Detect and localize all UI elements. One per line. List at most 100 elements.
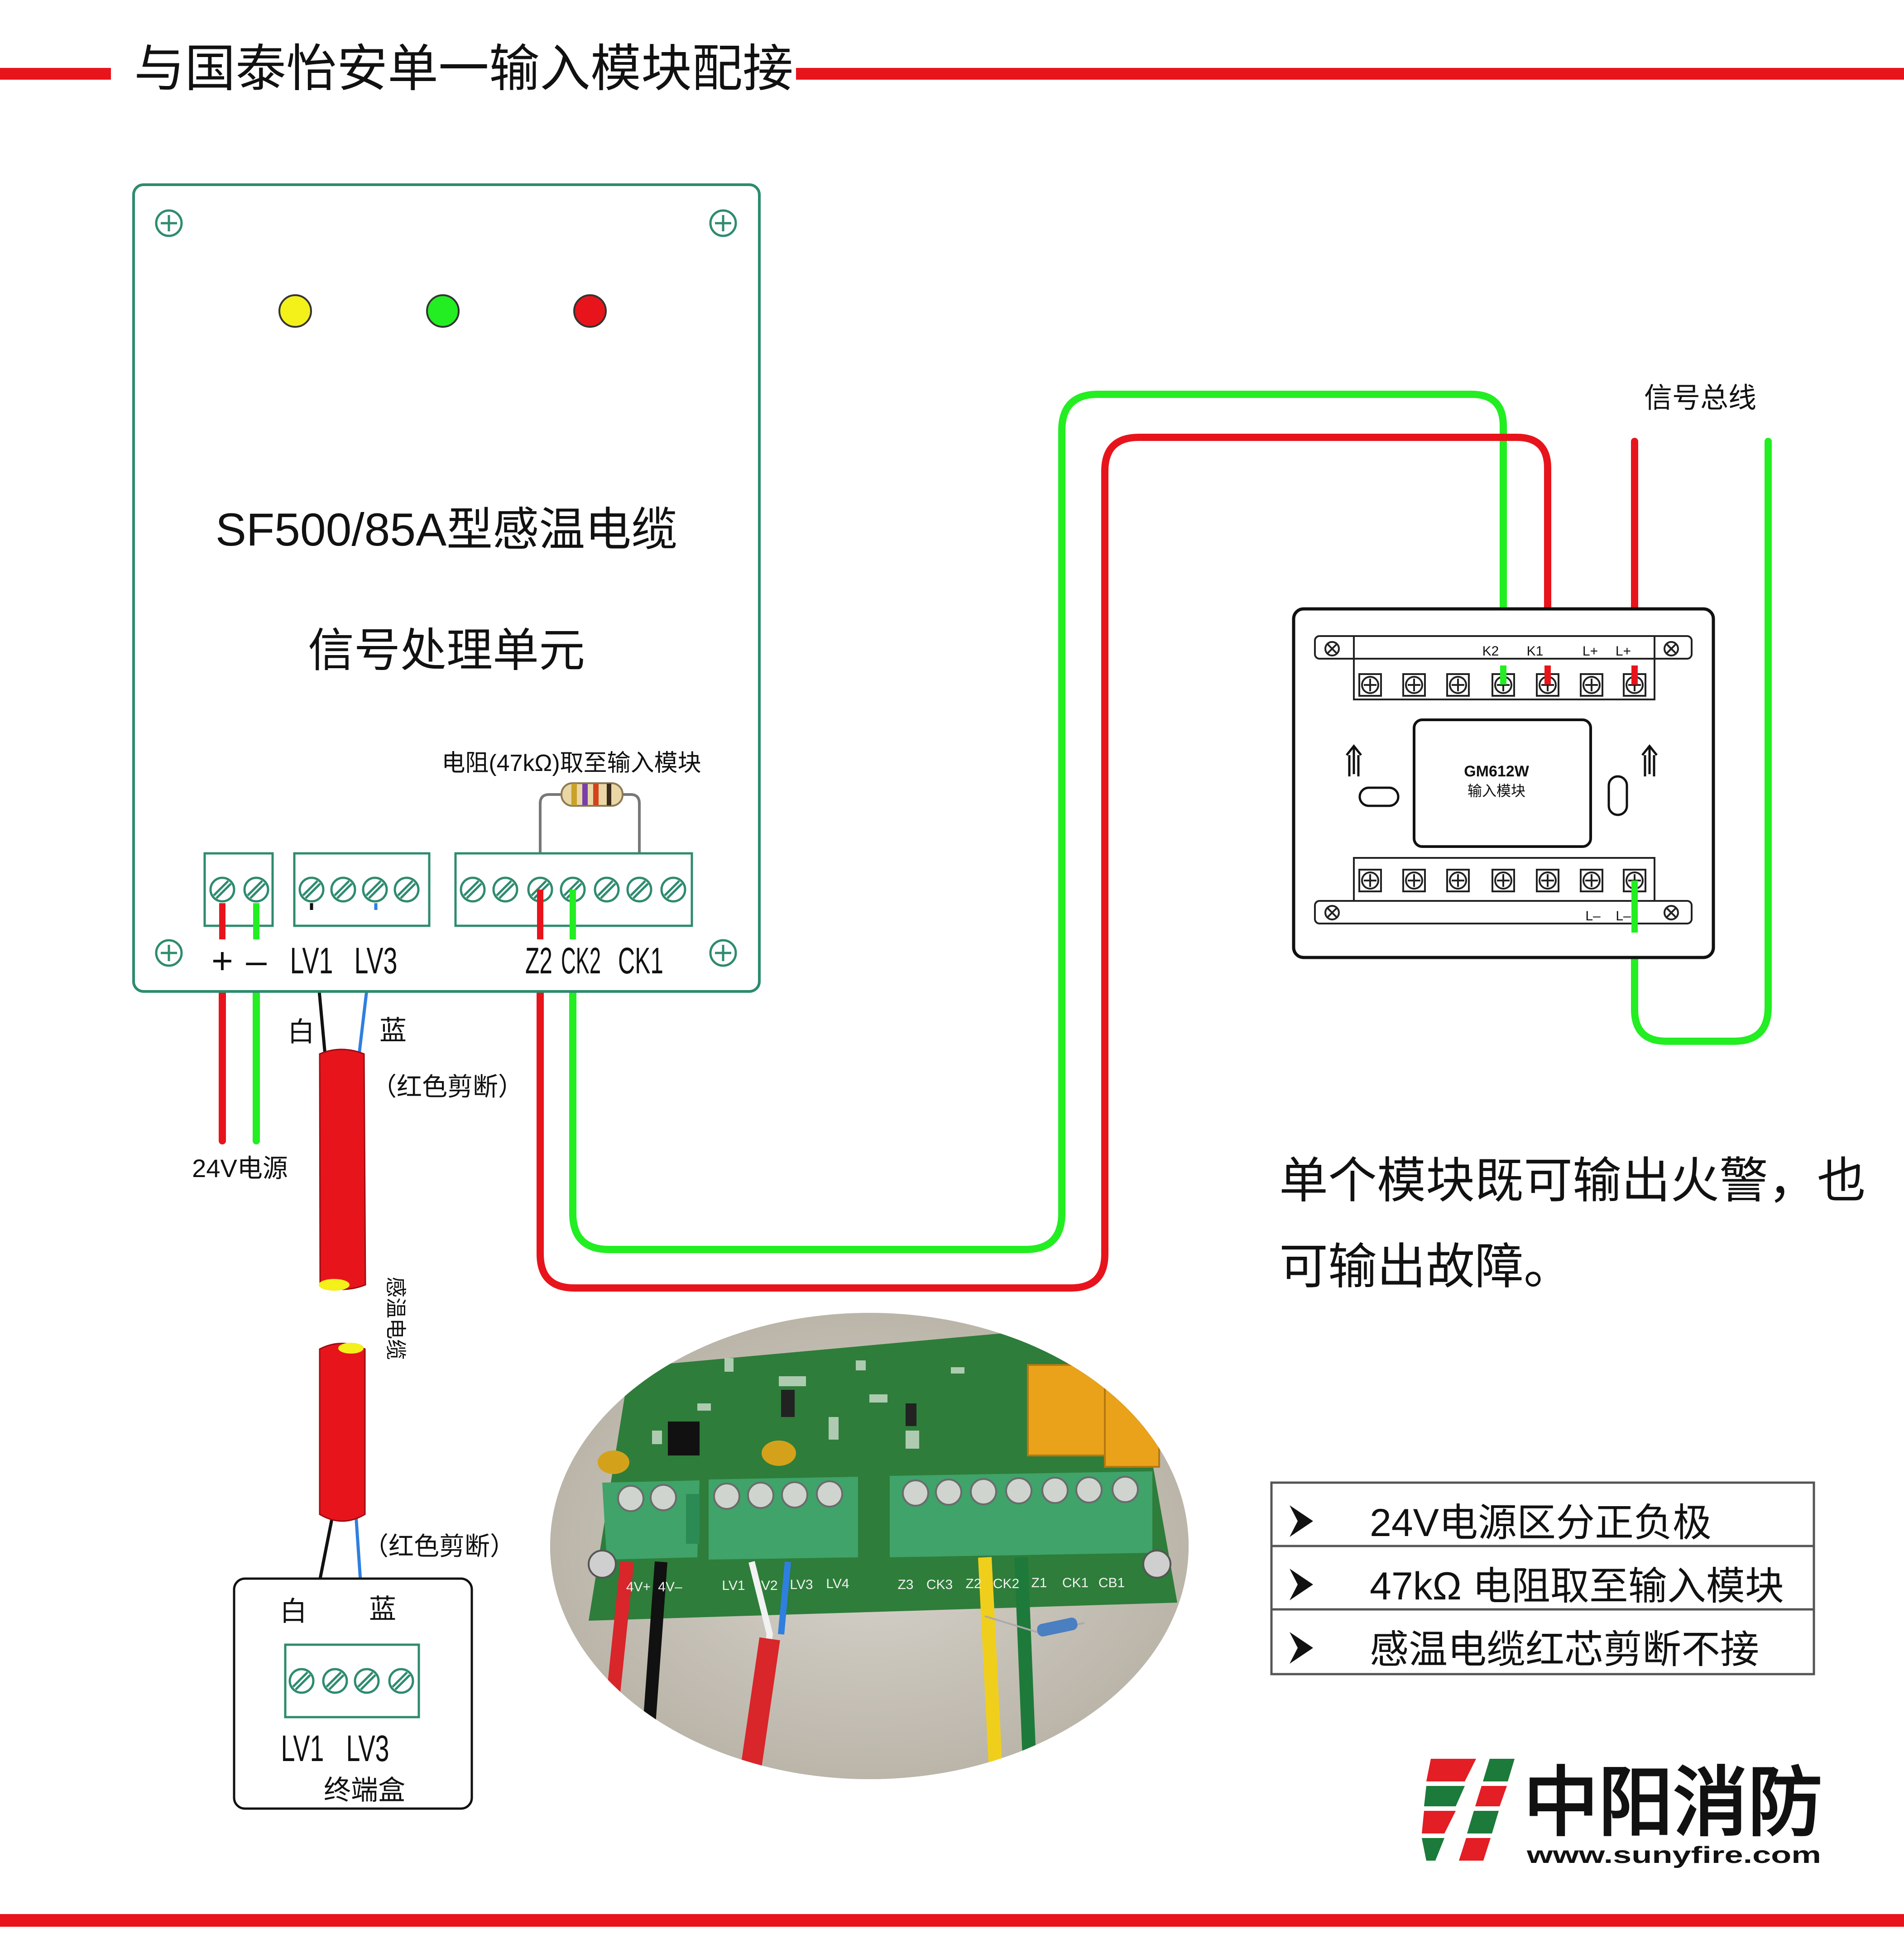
description-line-2: 可输出故障。	[1279, 1239, 1573, 1294]
power-label: 24V电源	[192, 1154, 288, 1182]
module-top-labels: K2 K1 L+ L+	[1482, 644, 1631, 659]
end-box-label: 终端盒	[324, 1775, 405, 1805]
module-terminal-screw-icon	[1580, 673, 1603, 697]
end-box-white-label: 白	[280, 1596, 307, 1627]
module-terminal-screw-icon	[1358, 673, 1382, 697]
photo-green-wire	[1014, 1557, 1037, 1779]
photo-label: CB1	[1098, 1575, 1125, 1590]
resistor-note: 电阻(47kΩ)取至输入模块	[441, 750, 701, 776]
z2-label: Z2	[525, 940, 552, 981]
footer-rule	[0, 1914, 1904, 1927]
pcb-board	[589, 1322, 1177, 1621]
header-rule-right	[796, 68, 1904, 80]
lplus1-label: L+	[1583, 644, 1598, 659]
photo-label: Z3	[897, 1577, 913, 1592]
green-wire-ck2-k2	[569, 391, 1507, 1253]
mount-screw-icon	[1142, 1550, 1171, 1579]
photo-cable	[739, 1637, 780, 1779]
relay	[1027, 1364, 1106, 1456]
page-title: 与国泰怡安单一输入模块配接	[134, 40, 793, 97]
heat-cable: 感温电缆	[319, 1048, 408, 1522]
bullet-arrow-icon	[1290, 1505, 1313, 1537]
lminus2-label: L–	[1616, 909, 1631, 924]
green-led	[426, 294, 460, 328]
white-wire-label: 白	[288, 1017, 315, 1047]
end-box-lv3-label: LV3	[346, 1728, 389, 1769]
photo-label: CK1	[1062, 1575, 1089, 1590]
module-terminal-screw-icon	[1358, 869, 1382, 892]
ic-chip	[668, 1422, 700, 1455]
bus-green-wire	[1631, 438, 1772, 1045]
terminal-screw-icon	[290, 1669, 313, 1693]
corner-screw-icon	[156, 940, 182, 966]
module-terminal-screw-icon	[1492, 869, 1515, 892]
logo-mark-icon	[1422, 1759, 1515, 1861]
terminal-screw-icon	[662, 878, 685, 901]
red-led	[573, 294, 607, 328]
k1-label: K1	[1527, 644, 1544, 659]
terminal-screw-icon	[245, 878, 268, 901]
end-box-lv1-label: LV1	[281, 1728, 324, 1769]
module-top-strip	[1353, 635, 1655, 700]
unit-subtitle: 信号处理单元	[308, 625, 585, 676]
bullet-arrow-icon	[1290, 1569, 1313, 1600]
yellow-led	[278, 294, 312, 328]
cable-segment-bottom	[319, 1343, 366, 1522]
notes-table: 24V电源区分正负极 47kΩ 电阻取至输入模块 感温电缆红芯剪断不接	[1270, 1481, 1815, 1675]
cable-name-label: 感温电缆	[384, 1277, 408, 1360]
module-name: 输入模块	[1468, 783, 1525, 799]
module-terminal-screw-icon	[1446, 869, 1470, 892]
signal-processing-unit: SF500/85A型感温电缆 信号处理单元 电阻(47kΩ)取至输入模块	[132, 183, 761, 993]
cut-note-bottom: （红色剪断）	[363, 1532, 515, 1560]
photo-label: 4V+	[626, 1580, 651, 1594]
ck2-label: CK2	[561, 940, 601, 981]
module-label-panel	[1413, 718, 1592, 848]
description-line-1: 单个模块既可输出火警，也	[1279, 1153, 1866, 1208]
input-module: 信号总线 K2 K1 L+ L+ GM612W 输入模块	[1292, 383, 1756, 959]
module-model: GM612W	[1464, 763, 1529, 780]
company-logo: 中阳消防 www.sunyfire.com	[1422, 1759, 1822, 1868]
terminal-screw-icon	[461, 878, 484, 901]
lplus2-label: L+	[1616, 644, 1631, 659]
lv3-label: LV3	[355, 940, 398, 981]
corner-screw-icon	[156, 211, 182, 236]
photo-label: LV1	[722, 1578, 745, 1593]
terminal-screw-icon	[323, 1669, 347, 1693]
module-terminal-screw-icon	[1536, 869, 1559, 892]
module-terminal-screw-icon	[1402, 673, 1426, 697]
terminal-screw-icon	[595, 878, 619, 901]
red-wire-z2-k1	[537, 434, 1551, 1292]
logo-name: 中阳消防	[1524, 1760, 1822, 1845]
photo-label: CK2	[993, 1576, 1019, 1591]
corner-screw-icon	[710, 211, 736, 236]
module-slot-horizontal	[1358, 786, 1400, 807]
mount-screw-icon	[1664, 905, 1679, 920]
photo-label: 4V–	[658, 1580, 682, 1594]
photo-label: CK3	[926, 1577, 953, 1592]
cut-note-top: （红色剪断）	[371, 1072, 523, 1101]
photo-label: Z1	[1031, 1575, 1047, 1590]
module-bottom-rail	[1314, 900, 1693, 924]
logo-url: www.sunyfire.com	[1526, 1842, 1821, 1868]
terminal-screw-icon	[494, 878, 517, 901]
terminal-screw-icon	[331, 878, 355, 901]
cable-core-bottom	[338, 1343, 364, 1354]
ck1-label: CK1	[618, 940, 663, 981]
module-terminal-screw-icon	[1446, 673, 1470, 697]
resistor-icon	[539, 782, 641, 887]
terminal-screw-icon	[628, 878, 651, 901]
photo-resistor-icon	[1037, 1618, 1078, 1637]
capacitor	[762, 1441, 796, 1466]
module-top-rail	[1314, 635, 1693, 660]
photo-label: LV2	[754, 1578, 777, 1593]
photo-label: LV4	[826, 1576, 849, 1591]
note-1: 24V电源区分正负极	[1370, 1501, 1712, 1545]
photo-label: Z2	[965, 1576, 981, 1591]
terminal-screw-icon	[355, 1669, 379, 1693]
note-2: 47kΩ 电阻取至输入模块	[1370, 1565, 1784, 1608]
arrow-up-icon	[1641, 744, 1658, 776]
mount-screw-icon	[1324, 905, 1340, 920]
terminal-screw-icon	[389, 1669, 413, 1693]
arrow-up-icon	[1346, 744, 1362, 776]
